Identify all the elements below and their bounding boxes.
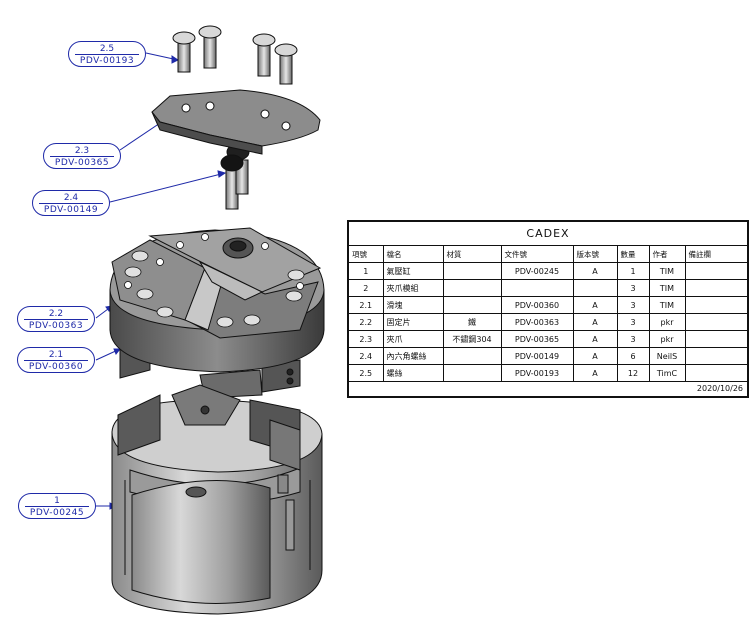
bom-header-remarks: 備註欄 bbox=[684, 246, 747, 263]
jaw-module-bolt-heads bbox=[124, 233, 305, 328]
bom-header-document: 文件號 bbox=[500, 246, 574, 263]
bom-header-material: 材質 bbox=[442, 246, 502, 263]
bom-header-author: 作者 bbox=[648, 246, 686, 263]
balloon-item-2-4: 2.4 PDV-00149 bbox=[32, 190, 110, 216]
bom-title: CADEX bbox=[349, 222, 747, 246]
bom-date: 2020/10/26 bbox=[696, 384, 743, 393]
balloon-item-2-3: 2.3 PDV-00365 bbox=[43, 143, 121, 169]
screws bbox=[172, 25, 298, 85]
balloon-item-2-1: 2.1 PDV-00360 bbox=[17, 347, 95, 373]
jaw-plate bbox=[151, 89, 321, 155]
bom-header-revision: 版本號 bbox=[572, 246, 618, 263]
bom-header-filename: 檔名 bbox=[382, 246, 444, 263]
bom-header-quantity: 數量 bbox=[616, 246, 650, 263]
bom-header-item: 項號 bbox=[349, 246, 384, 263]
balloon-item-1: 1 PDV-00245 bbox=[18, 493, 96, 519]
hex-socket-screws bbox=[220, 143, 250, 210]
balloon-item-2-5: 2.5 PDV-00193 bbox=[68, 41, 146, 67]
balloon-item-2-2: 2.2 PDV-00363 bbox=[17, 306, 95, 332]
bom-header-row: 項號 檔名 材質 文件號 版本號 數量 作者 備註欄 bbox=[349, 246, 747, 263]
